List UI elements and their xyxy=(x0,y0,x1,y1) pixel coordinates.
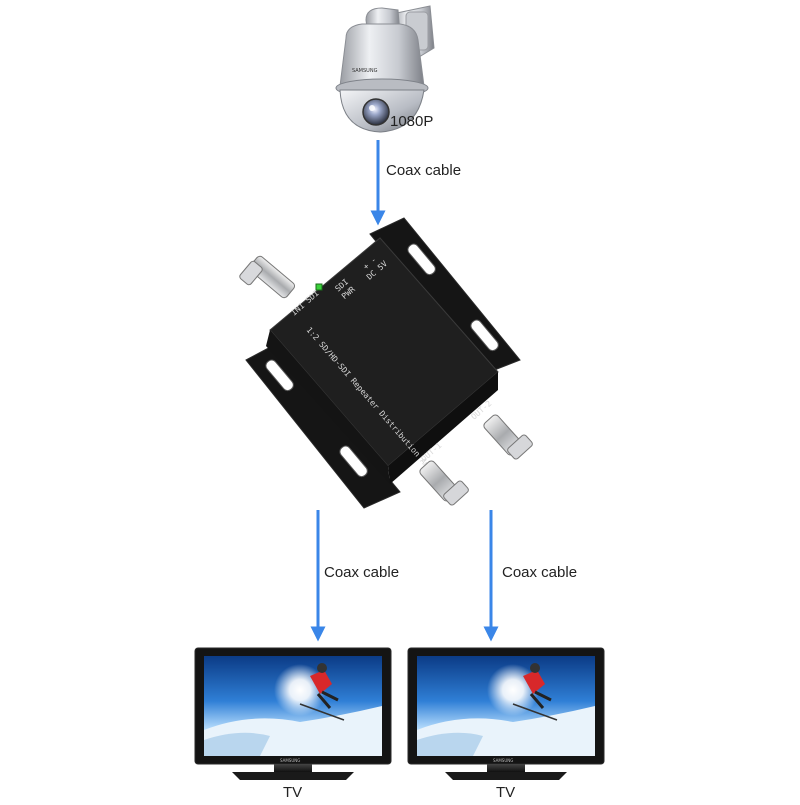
camera-resolution-label: 1080P xyxy=(390,113,433,130)
bnc-output-1-connector xyxy=(419,460,469,506)
tv-right-label: TV xyxy=(496,784,515,800)
tv-left: SAMSUNG xyxy=(194,647,392,780)
power-led xyxy=(315,283,323,291)
cable-label-device-to-tv-left: Coax cable xyxy=(324,564,400,581)
skier-figure xyxy=(512,663,558,721)
tv-left-brand: SAMSUNG xyxy=(280,758,300,763)
camera-brand: SAMSUNG xyxy=(352,68,378,74)
tv-right: SAMSUNG xyxy=(407,647,605,780)
cable-label-device-to-tv-right: Coax cable xyxy=(502,564,578,581)
cable-label-camera-to-device: Coax cable xyxy=(386,162,462,179)
skier-figure xyxy=(299,663,345,721)
distribution-amplifier: 1:2 SD/HD-SDI Repeater Distribution Ampl… xyxy=(239,217,533,509)
ptz-camera: SAMSUNG xyxy=(335,5,435,133)
tv-right-brand: SAMSUNG xyxy=(493,758,513,763)
tv-left-label: TV xyxy=(283,784,302,800)
bnc-output-2-connector xyxy=(483,414,533,460)
bnc-input-connector xyxy=(239,255,296,299)
